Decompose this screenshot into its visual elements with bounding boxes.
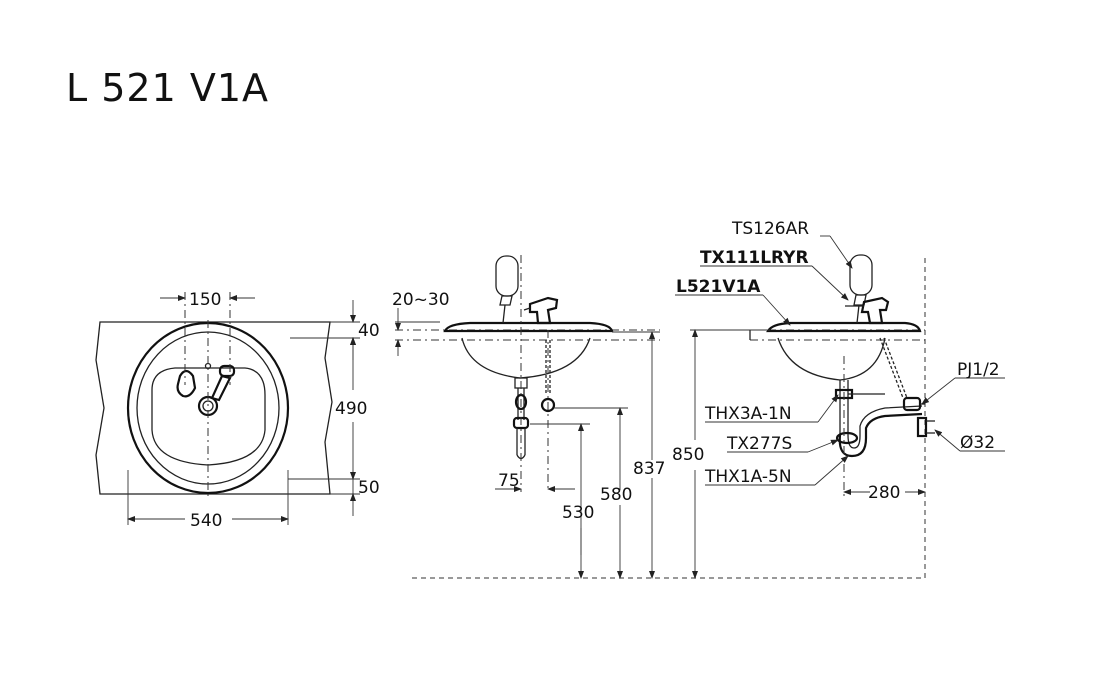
spout-outline [176,369,197,398]
basin-bowl-side [777,337,886,381]
part-pj12: PJ1/2 [957,360,1000,380]
counter-outline [95,321,333,495]
basin-rim-inner [136,331,280,485]
basin-bowl-front [461,337,591,379]
basin-bowl [151,367,266,466]
part-l521v1a: L521V1A [676,277,761,297]
dim-drain-height: 530 [562,503,594,523]
part-ts126ar: TS126AR [731,219,809,239]
end-view: TS126AR TX111LRYR L521V1A PJ1/2 THX3A-1N… [672,219,1005,580]
dim-counter-thickness: 20~30 [392,290,450,310]
part-thx3a1n: THX3A-1N [704,404,792,424]
dim-faucet-spacing: 150 [189,290,221,310]
drawing-title: L 521 V1A [66,66,270,110]
faucet-front [528,296,559,325]
dim-width: 540 [190,511,222,531]
basin-flange-front [443,321,614,333]
part-thx1a5n: THX1A-5N [704,467,792,487]
dim-deck: 40 [358,321,380,341]
soap-dispenser [495,255,519,297]
soap-dispenser-side [849,254,873,296]
faucet-base [218,364,236,378]
side-view: 20~30 75 530 580 837 [392,255,925,579]
dim-front: 50 [358,478,380,498]
basin-flange-side [766,321,922,333]
dim-wall-distance: 280 [868,483,900,503]
p-trap [838,412,923,458]
faucet-lever [210,374,232,402]
angle-valve [540,397,556,413]
part-tx111lryr: TX111LRYR [700,248,809,268]
dim-depth: 490 [335,399,367,419]
faucet-side [860,296,890,325]
dim-total-height: 850 [672,445,704,465]
part-d32: Ø32 [960,433,995,453]
angle-valve-side [902,396,922,412]
top-view: 150 40 490 50 540 [95,290,380,531]
dim-offset: 75 [498,471,520,491]
dim-supply-height: 580 [600,485,632,505]
dim-rim-height: 837 [633,459,665,479]
part-tx277s: TX277S [726,434,792,454]
